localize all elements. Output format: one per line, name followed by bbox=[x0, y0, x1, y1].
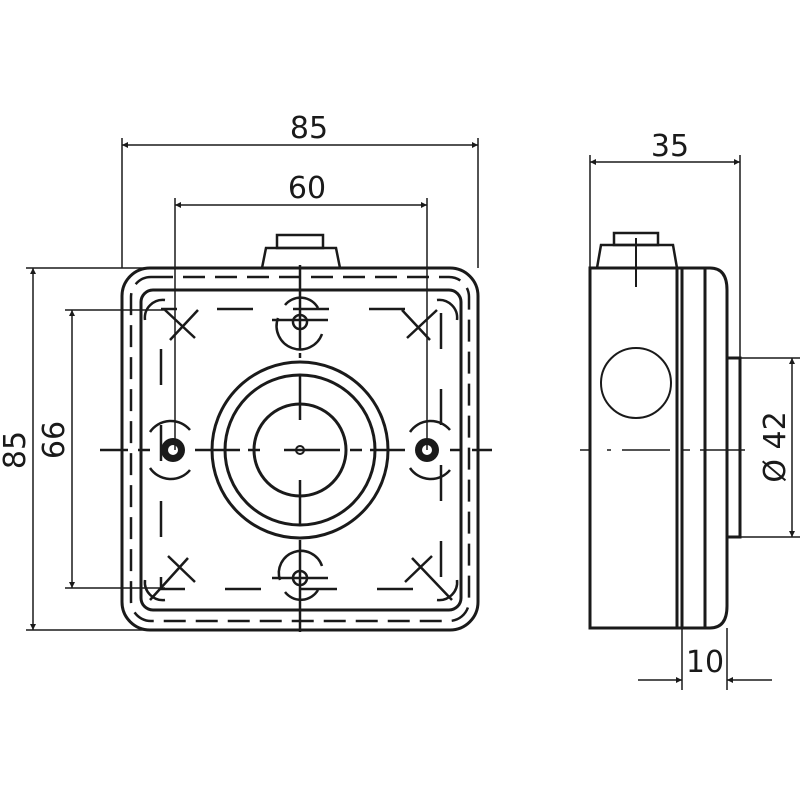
side-knockout bbox=[600, 347, 672, 419]
front-view bbox=[100, 233, 492, 632]
side-flange bbox=[725, 356, 742, 539]
dim-lid-depth: 10 bbox=[686, 645, 724, 680]
dim-width-overall: 85 bbox=[290, 111, 328, 146]
screw-hole-right bbox=[408, 419, 451, 481]
dim-diameter: Ø 42 bbox=[758, 411, 793, 482]
dim-height-overall: 85 bbox=[0, 431, 33, 469]
side-view bbox=[580, 231, 745, 630]
dim-width-mounting: 60 bbox=[288, 171, 326, 206]
screw-hole-bottom bbox=[272, 549, 328, 602]
side-body bbox=[588, 266, 679, 630]
side-lid bbox=[705, 266, 729, 630]
dim-depth-overall: 35 bbox=[651, 129, 689, 164]
screw-hole-top bbox=[272, 296, 328, 351]
screw-hole-left bbox=[148, 419, 191, 481]
corner-knockouts bbox=[143, 298, 459, 602]
dim-height-mounting: 66 bbox=[37, 421, 72, 459]
side-dimensions: 35 Ø 42 10 bbox=[589, 129, 800, 690]
front-dimensions: 85 60 85 66 bbox=[0, 111, 479, 631]
